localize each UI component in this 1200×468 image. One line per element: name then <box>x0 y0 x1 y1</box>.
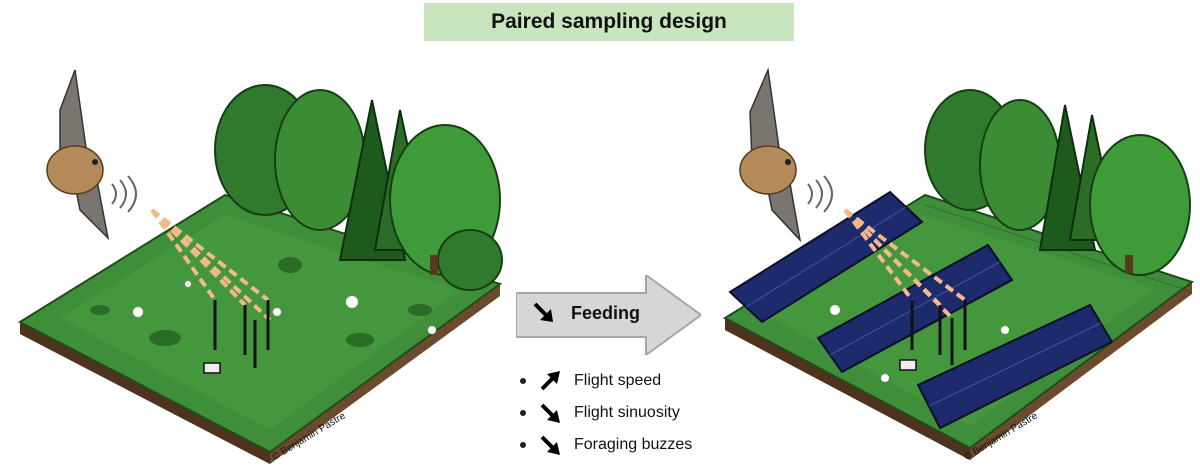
recorder-box-left <box>203 362 221 374</box>
meadow-scene <box>17 69 503 464</box>
solar-park-scene <box>722 67 1195 460</box>
metric-label: Flight speed <box>574 372 662 389</box>
flowers <box>132 280 437 335</box>
bullet-icon <box>520 410 526 416</box>
up-arrow-icon <box>540 371 560 391</box>
recorder-box-right <box>899 359 917 371</box>
down-arrow-icon <box>540 435 560 455</box>
recorder-poles-left <box>213 300 270 368</box>
forest-left <box>214 84 503 291</box>
down-arrow-icon <box>540 403 560 423</box>
detection-beams-right <box>843 208 967 320</box>
feeding-label: Feeding <box>571 303 641 323</box>
echolocation-waves-left <box>111 175 137 213</box>
metric-label: Foraging buzzes <box>574 436 693 453</box>
metric-flight-speed: Flight speed <box>520 369 661 393</box>
metric-label: Flight sinuosity <box>574 404 680 421</box>
bat-left <box>46 69 110 241</box>
title-box: Paired sampling design <box>424 3 794 41</box>
feeding-down-arrow-icon <box>533 302 553 322</box>
page-title: Paired sampling design <box>491 10 727 33</box>
solar-panel-3 <box>916 303 1114 430</box>
recorder-poles-right <box>910 300 967 365</box>
metric-foraging-buzzes: Foraging buzzes <box>520 433 692 457</box>
bullet-icon <box>520 378 526 384</box>
feeding-arrow <box>516 275 701 355</box>
metric-flight-sinuosity: Flight sinuosity <box>520 401 680 425</box>
bullet-icon <box>520 442 526 448</box>
echolocation-waves-right <box>807 175 833 213</box>
detection-beams-left <box>150 208 272 322</box>
grass-tufts <box>90 257 432 347</box>
forest-right <box>924 89 1191 276</box>
bat-right <box>739 67 802 243</box>
